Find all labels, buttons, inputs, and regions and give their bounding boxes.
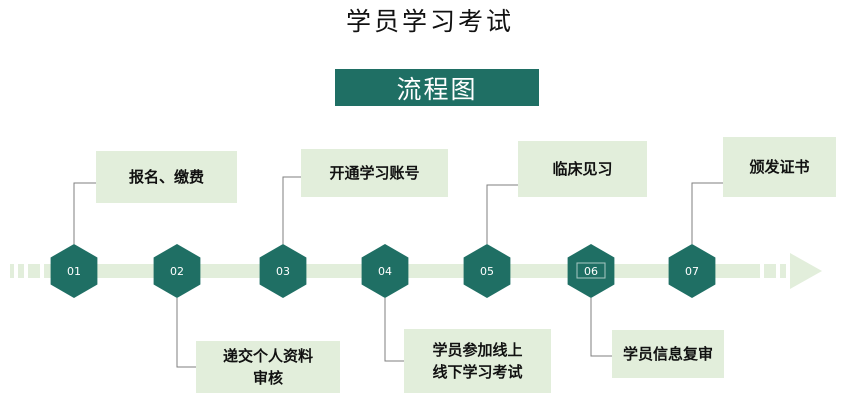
step-box-06: 学员信息复审 — [612, 330, 724, 378]
step-number: 07 — [685, 265, 699, 278]
step-hexagon-02 — [153, 244, 201, 298]
step-box-05: 临床见习 — [518, 141, 647, 197]
step-box-07: 颁发证书 — [723, 137, 836, 197]
step-number: 05 — [480, 265, 494, 278]
step-hexagon-06 — [567, 244, 615, 298]
arrow-head — [790, 253, 822, 289]
step-hexagon-03 — [259, 244, 307, 298]
step-hexagon-07 — [668, 244, 716, 298]
step-number: 01 — [67, 265, 81, 278]
step-number: 06 — [584, 265, 598, 278]
step-hexagon-04 — [361, 244, 409, 298]
step-box-01: 报名、缴费 — [96, 151, 237, 203]
connector-line-04 — [384, 298, 404, 362]
arrow-tail-dash — [10, 264, 14, 278]
step-box-02: 递交个人资料 审核 — [196, 341, 340, 393]
step-hexagon-01 — [50, 244, 98, 298]
step-box-04: 学员参加线上 线下学习考试 — [404, 329, 551, 393]
step-number-frame — [576, 262, 606, 279]
step-number: 04 — [378, 265, 392, 278]
connector-line-05 — [486, 184, 518, 244]
connector-line-07 — [691, 182, 723, 244]
step-hexagon-05 — [463, 244, 511, 298]
step-number: 03 — [276, 265, 290, 278]
arrow-tail-dash — [18, 264, 24, 278]
step-box-03: 开通学习账号 — [301, 149, 448, 197]
page-title: 学员学习考试 — [345, 7, 514, 36]
connector-line-03 — [282, 176, 301, 244]
arrow-end-dash — [780, 264, 786, 278]
arrow-end-dash — [764, 264, 776, 278]
connector-line-06 — [590, 298, 612, 357]
arrow-tail-dash — [28, 264, 40, 278]
flowchart-banner: 流程图 — [335, 69, 539, 106]
step-number: 02 — [170, 265, 184, 278]
connector-line-02 — [176, 298, 196, 368]
connector-line-01 — [73, 182, 96, 244]
